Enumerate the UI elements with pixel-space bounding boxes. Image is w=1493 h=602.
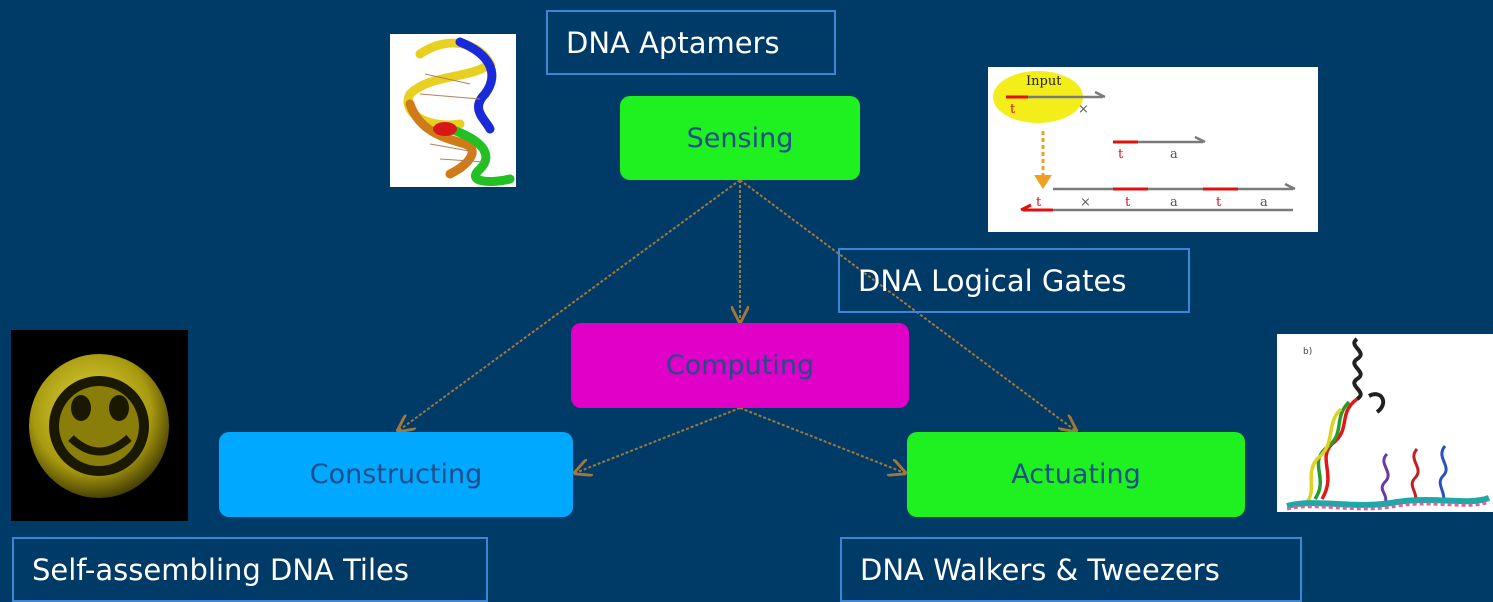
arrow-computing-to-constructing xyxy=(575,407,741,473)
node-sensing: Sensing xyxy=(620,96,860,180)
node-constructing-label: Constructing xyxy=(309,459,483,490)
label-dna-aptamers: DNA Aptamers xyxy=(546,10,836,75)
gate-a-1: a xyxy=(1170,147,1178,162)
label-dna-logical-gates: DNA Logical Gates xyxy=(838,248,1190,313)
gate-t-4: t xyxy=(1125,195,1131,210)
node-actuating: Actuating xyxy=(907,432,1245,517)
gate-x-1: × xyxy=(1078,102,1089,117)
gate-t-2: t xyxy=(1118,147,1124,162)
node-actuating-label: Actuating xyxy=(1011,459,1141,490)
gate-input-label: Input xyxy=(1026,74,1062,89)
dna-origami-smiley-image xyxy=(11,330,188,521)
gate-x-2: × xyxy=(1080,195,1091,210)
node-computing: Computing xyxy=(571,323,909,408)
arrow-computing-to-actuating xyxy=(739,407,905,473)
gate-a-3: a xyxy=(1260,195,1268,210)
node-computing-label: Computing xyxy=(665,350,815,381)
label-self-assembling-dna-tiles: Self-assembling DNA Tiles xyxy=(12,537,488,602)
gate-t-1: t xyxy=(1010,102,1016,117)
walker-panel-label: b) xyxy=(1303,347,1312,357)
node-sensing-label: Sensing xyxy=(686,122,794,154)
gate-t-3: t xyxy=(1036,195,1042,210)
gate-t-5: t xyxy=(1216,195,1222,210)
label-dna-walkers-tweezers: DNA Walkers & Tweezers xyxy=(840,537,1302,602)
gate-a-2: a xyxy=(1170,195,1178,210)
aptamer-structure-image xyxy=(390,34,516,187)
node-constructing: Constructing xyxy=(219,432,573,517)
arrow-sensing-to-constructing xyxy=(398,179,741,431)
dna-walker-image: b) xyxy=(1277,334,1493,512)
logic-gate-schematic-image: Input t × t a t × t a t a xyxy=(988,67,1318,232)
